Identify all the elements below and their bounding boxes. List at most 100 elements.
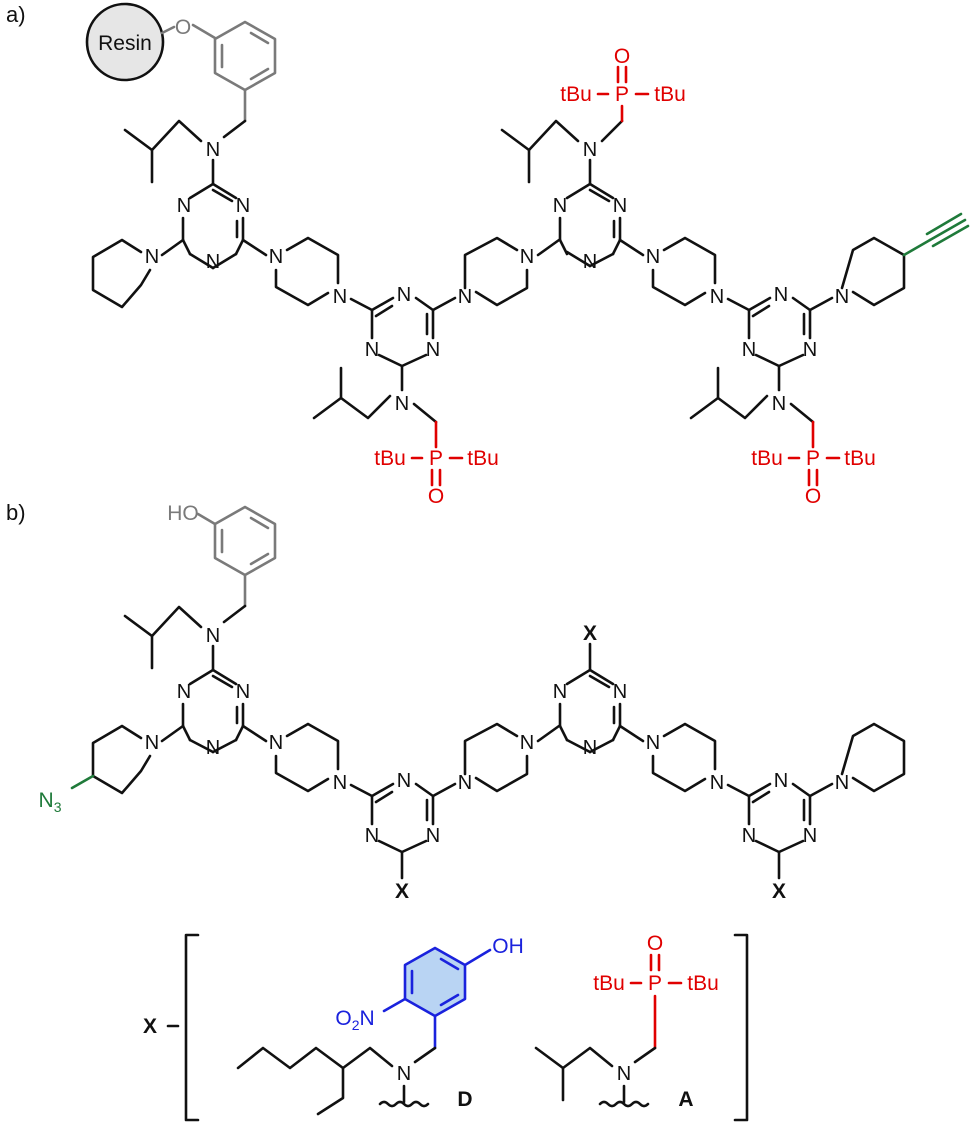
piperazine-3-n-top: N [646, 246, 660, 268]
triazine-b2-n-a: N [397, 770, 411, 792]
piperazine-b2-n-top: N [520, 732, 534, 754]
benzyl-n-bond [222, 119, 247, 139]
a-attachment-wavy [598, 1100, 650, 1108]
piperazine-ring-b2-a [474, 754, 529, 793]
linker-benzene-ring [213, 20, 277, 92]
d-amine-n: N [397, 1063, 411, 1085]
piperazine-ring-1-a [285, 236, 340, 285]
piperazine-2-n-bottom: N [458, 286, 472, 308]
amine-n-2: N [395, 393, 409, 415]
triazine-2-n-a: N [397, 284, 411, 306]
a-oxygen: O [647, 932, 663, 955]
triazine-3-n-c: N [583, 251, 597, 273]
piperidine-n-a2: N [835, 286, 849, 308]
piperazine-b1-n-bottom: N [333, 772, 347, 794]
triazine-b1-n-a: N [177, 681, 191, 703]
triazine-1-n-a: N [177, 195, 191, 217]
piperazine-1-n-top: N [269, 246, 283, 268]
triazine-b3-n-a: N [553, 681, 567, 703]
alkyne-triple-3 [931, 224, 970, 248]
triazine-3-n-b: N [613, 195, 627, 217]
triazine-b4-n-a: N [774, 770, 788, 792]
triazine-b2-n-c: N [426, 825, 440, 847]
monomer-a-label: A [678, 1088, 693, 1111]
phosphorus-3: P [615, 83, 629, 106]
phenol-benzene-ring [213, 505, 277, 577]
isobutyl-chain-b1 [123, 605, 203, 638]
piperazine-2-n-top: N [520, 246, 534, 268]
triazine-ring-2 [370, 296, 435, 368]
piperazine-b2-n-bottom: N [458, 772, 472, 794]
x-substituent-1: X [395, 880, 409, 903]
piperazine-ring-b3-a [662, 722, 717, 771]
triazine-4-n-b: N [742, 339, 756, 361]
piperazine-ring-b2-b [463, 722, 519, 776]
piperazine-ring-b1-b [274, 754, 330, 793]
resin-bead [85, 2, 165, 82]
bracket-right [733, 933, 749, 1122]
piperazine-ring-3-b [651, 268, 707, 307]
piperidine-n-b2: N [835, 772, 849, 794]
alkyne-bond-1 [902, 238, 932, 257]
amine-n-b1: N [206, 625, 220, 647]
piperazine-ring-2-b [463, 236, 519, 290]
piperazine-3-n-bottom: N [710, 286, 724, 308]
piperazine-ring-b1-a [285, 722, 340, 771]
amine-n-1: N [206, 139, 220, 161]
isobutyl-chain-4 [689, 394, 769, 420]
x-substituent-3: X [772, 880, 786, 903]
a-tbu-left: tBu [593, 972, 625, 995]
monomer-d-label: D [457, 1088, 472, 1111]
monomer-d: OH O2N N D [236, 935, 524, 1116]
nitrophenyl-ring-fill [405, 948, 465, 1016]
oxygen-3: O [614, 45, 630, 68]
tbu-2-right: tBu [467, 447, 499, 470]
panel-b-structure: HO N N N N [39, 502, 906, 903]
piperazine-b3-n-bottom: N [710, 772, 724, 794]
bracket-left [184, 933, 200, 1122]
resin-linker-bond [160, 25, 176, 35]
x-legend-label: X [143, 1015, 157, 1038]
triazine-ring-1 [181, 182, 245, 270]
amine-n-3: N [583, 139, 597, 161]
piperazine-ring-3-a [662, 236, 717, 285]
d-attachment-wavy [378, 1100, 430, 1108]
triazine-ring-b3 [558, 668, 622, 754]
azide-group: N3 [39, 789, 62, 815]
alkyne-triple-2 [925, 212, 963, 236]
triazine-ring-b2 [370, 782, 435, 854]
panel-label-a: a) [6, 2, 26, 27]
oxygen-4: O [805, 485, 821, 508]
tbu-3-right: tBu [654, 83, 686, 106]
triazine-b4-n-c: N [803, 825, 817, 847]
phosphorus-2: P [429, 447, 443, 470]
azide-bond [70, 774, 95, 790]
triazine-b4-n-b: N [742, 825, 756, 847]
d-ethyl-branch [316, 1066, 345, 1116]
piperazine-ring-b3-b [651, 754, 707, 793]
triazine-b1-n-c: N [206, 737, 220, 759]
tbu-4-left: tBu [751, 447, 783, 470]
d-nitro-group: O2N [335, 1007, 374, 1033]
piperidine-ring-b2 [840, 722, 906, 793]
piperidine-ring-a2 [840, 236, 906, 307]
resin-label: Resin [98, 32, 152, 55]
d-hydroxyl: OH [492, 935, 524, 958]
triazine-ring-b1 [181, 668, 245, 754]
oxygen-2: O [428, 485, 444, 508]
piperazine-ring-1-b [274, 268, 330, 307]
isobutyl-chain-1 [123, 119, 203, 152]
triazine-ring-3 [558, 182, 622, 268]
piperidine-n-a1: N [145, 246, 159, 268]
triazine-ring-b4 [747, 782, 812, 854]
d-ethylhexyl-chain [236, 1046, 394, 1070]
piperidine-n-b1: N [145, 732, 159, 754]
panel-label-b: b) [6, 500, 26, 525]
piperazine-b1-n-top: N [269, 732, 283, 754]
triazine-1-n-c: N [206, 251, 220, 273]
isobutyl-chain-2 [312, 394, 392, 420]
triazine-1-n-b: N [236, 195, 250, 217]
a-tbu-right: tBu [687, 972, 719, 995]
